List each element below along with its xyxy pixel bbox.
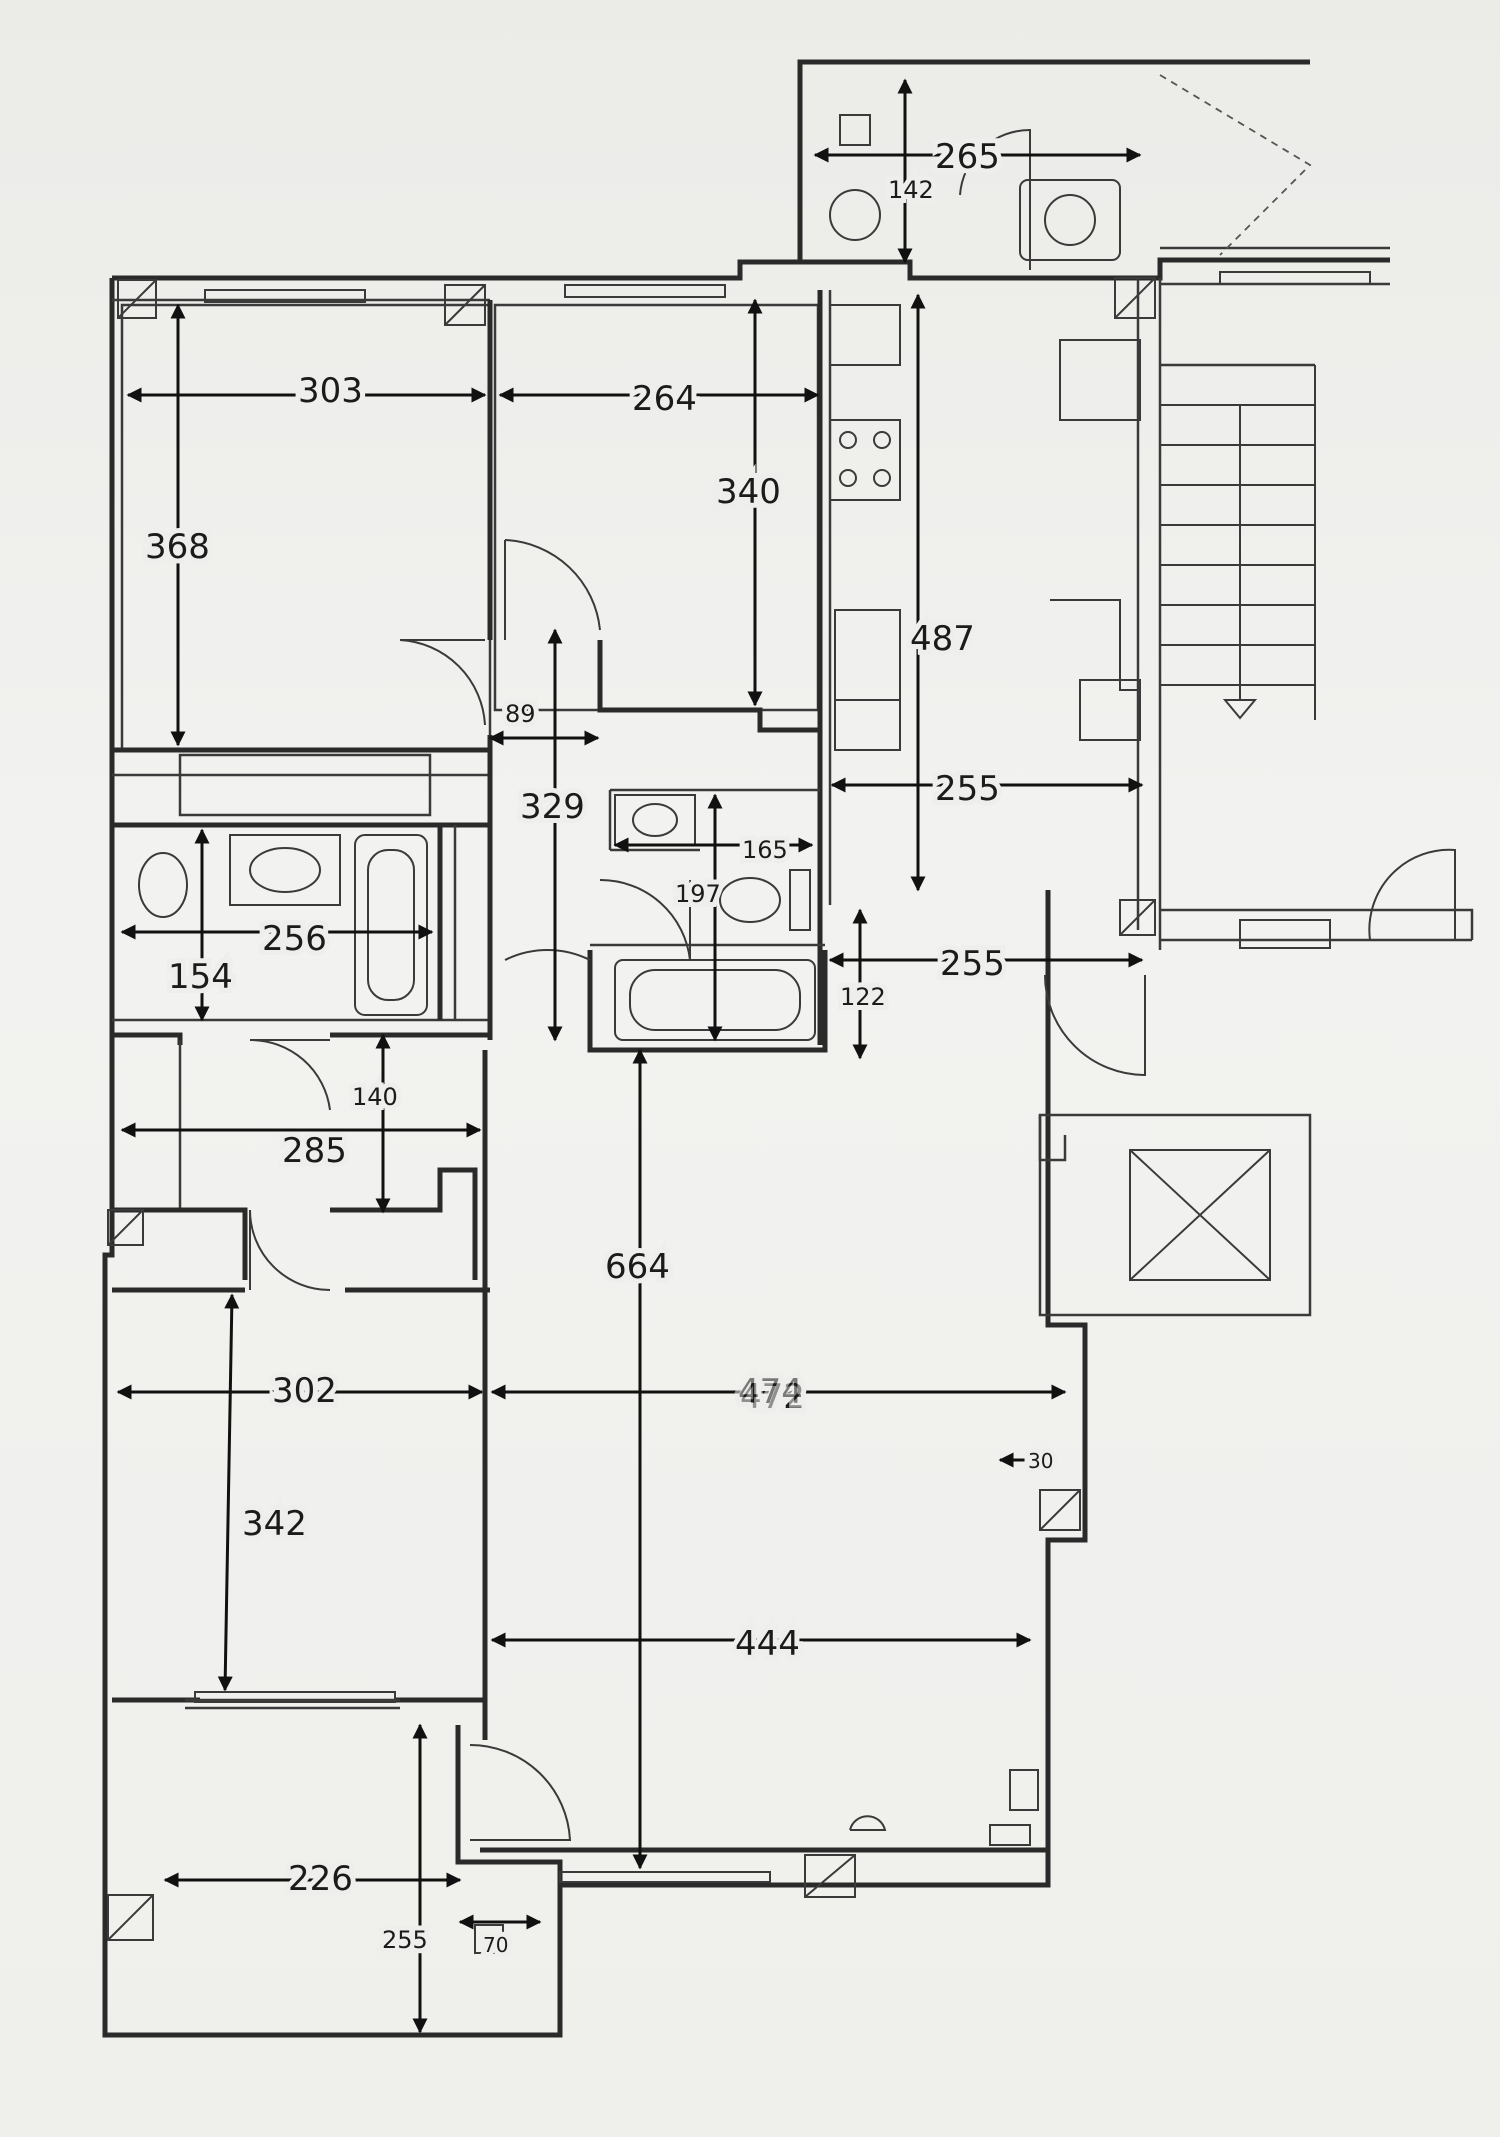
dim-label-wall-offset: 30 — [1028, 1449, 1053, 1473]
dim-label-room-bottom-left-width: 302 — [272, 1371, 337, 1411]
dim-label-room-top-middle-depth: 340 — [716, 472, 781, 512]
dim-line-room-bottom-left-depth — [217, 1293, 240, 1692]
dim-label-living-depth: 664 — [605, 1247, 670, 1287]
dim-label-balcony-top-depth: 142 — [888, 176, 934, 204]
stairs — [1160, 363, 1316, 720]
dim-label-balcony-bottom-width: 226 — [288, 1859, 353, 1899]
dim-label-room-top-middle-width: 264 — [632, 379, 697, 419]
dim-label-room-top-left-depth: 368 — [145, 527, 210, 567]
dim-label-entry-width: 255 — [940, 944, 1005, 984]
dim-label-room-top-left-width: 303 — [298, 371, 363, 411]
columns — [107, 114, 1156, 1954]
dim-label-hall-depth: 140 — [352, 1083, 398, 1111]
dim-label-corridor-depth: 329 — [520, 787, 585, 827]
dim-label-living-width-overwrite: 474 — [738, 1372, 803, 1412]
dim-label-bathroom-right-depth: 197 — [675, 880, 721, 908]
dim-label-bathroom-left-width: 256 — [262, 919, 327, 959]
dim-label-kitchen-width: 255 — [935, 769, 1000, 809]
dim-label-living-width-lower: 444 — [735, 1624, 800, 1664]
dim-label-living-width: 472 — [740, 1377, 805, 1417]
dim-label-bathroom-left-depth: 154 — [168, 957, 233, 997]
dim-label-balcony-bottom-depth: 255 — [382, 1926, 428, 1954]
dim-label-entry-depth: 122 — [840, 983, 886, 1011]
dim-label-balcony-door-offset: 70 — [483, 1933, 508, 1957]
fixtures — [138, 179, 1331, 1846]
dim-label-balcony-top-width: 265 — [935, 137, 1000, 177]
dim-label-hall-width: 285 — [282, 1131, 347, 1171]
dimension-labels: 303 368 264 340 89 329 487 255 265 142 2… — [140, 132, 1058, 1962]
dimension-lines — [116, 78, 1144, 2034]
dim-label-room-bottom-left-depth: 342 — [242, 1504, 307, 1544]
dim-label-kitchen-depth: 487 — [910, 619, 975, 659]
interior-walls — [112, 290, 1312, 1885]
doors — [249, 74, 1456, 1841]
dim-label-corridor-gap: 89 — [505, 700, 536, 728]
dim-label-bathroom-right-width: 165 — [742, 836, 788, 864]
